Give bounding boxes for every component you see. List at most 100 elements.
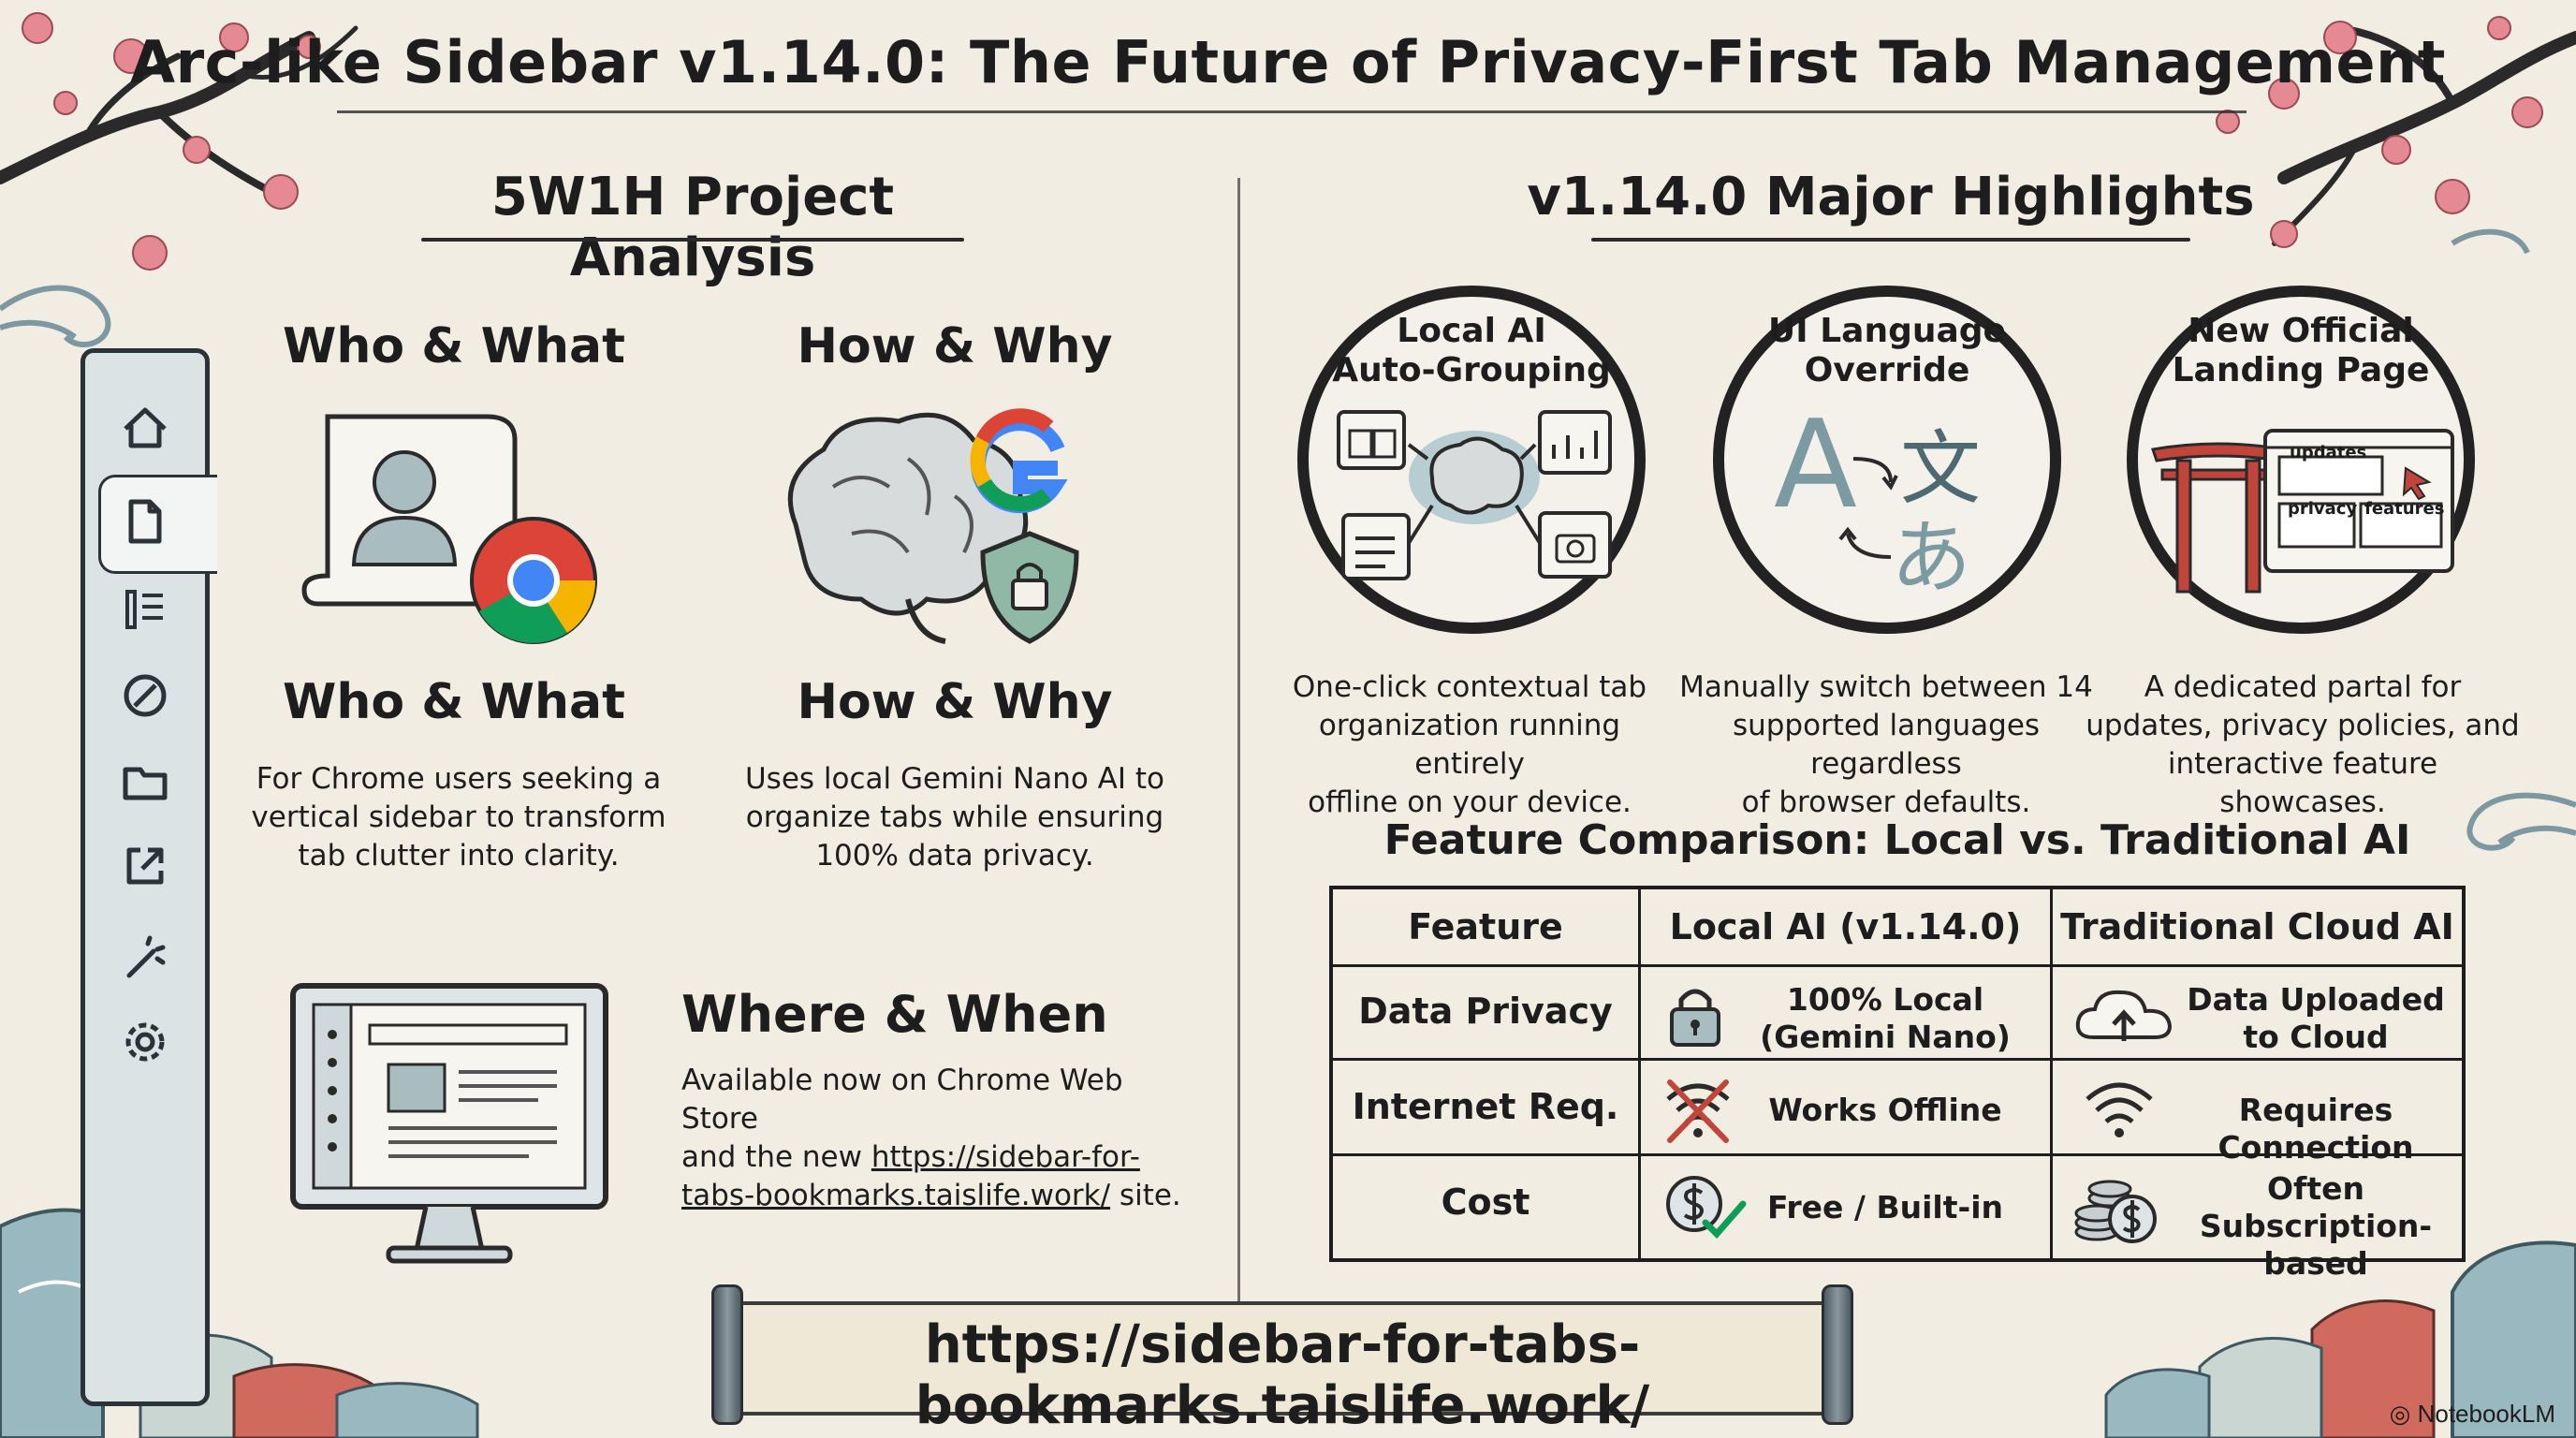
section-divider — [1237, 178, 1240, 1301]
highlight-2-desc-line-1: Manually switch between 14 — [1679, 670, 2093, 704]
table-rule — [1638, 889, 1641, 1258]
title-underline — [337, 110, 2247, 113]
table-row-data-privacy-feature: Data Privacy — [1358, 990, 1613, 1032]
wifi-off-icon — [1666, 1079, 1730, 1143]
coins-icon — [2074, 1180, 2157, 1243]
language-glyph-chinese: 文 — [1900, 422, 1981, 516]
compass-icon[interactable] — [111, 662, 179, 729]
list-icon[interactable] — [111, 576, 179, 643]
highlight-1-title: Local AI Auto-Grouping — [1297, 312, 1646, 390]
highlight-2-title: UI Language Override — [1713, 312, 2061, 390]
page-title: Arc-like Sidebar v1.14.0: The Future of … — [130, 28, 2446, 96]
table-rule — [1333, 1058, 2462, 1061]
how-why-label: How & Why — [797, 674, 1113, 730]
folder-icon[interactable] — [111, 748, 179, 815]
table-row-internet-local: Works Offline — [1768, 1092, 2002, 1128]
chrome-logo-icon — [470, 517, 597, 644]
torii-gate-icon — [2151, 442, 2286, 594]
where-when-label: Where & When — [681, 985, 1108, 1044]
who-what-label: Who & What — [283, 674, 625, 730]
highlight-2-description: Manually switch between 14 supported lan… — [1676, 668, 2097, 822]
who-what-top-label: Who & What — [283, 318, 625, 374]
comparison-table: Feature Local AI (v1.14.0) Traditional C… — [1329, 886, 2466, 1282]
gear-icon[interactable] — [111, 1008, 179, 1076]
table-header-local-ai: Local AI (v1.14.0) — [1669, 906, 2022, 947]
highlight-2-title-line-1: UI Language — [1768, 312, 2006, 350]
padlock-icon — [1670, 989, 1720, 1047]
data-privacy-local-line-1: 100% Local — [1786, 981, 1984, 1018]
auto-grouping-illustration — [1337, 410, 1612, 580]
chart-tab-icon — [1538, 410, 1612, 475]
cost-cloud-line-2: Subscription-based — [2199, 1208, 2433, 1282]
external-link-icon[interactable] — [111, 832, 179, 900]
comparison-heading: Feature Comparison: Local vs. Traditiona… — [1383, 816, 2411, 864]
where-when-line-3-suffix: site. — [1110, 1179, 1181, 1212]
highlight-1-desc-line-3: offline on your device. — [1308, 785, 1632, 819]
cloud-swirl-left — [0, 285, 111, 348]
highlight-1-title-line-2: Auto-Grouping — [1332, 351, 1611, 389]
analysis-heading: 5W1H Project Analysis — [490, 167, 895, 288]
table-row-internet-feature: Internet Req. — [1352, 1086, 1619, 1127]
brain-google-shield-illustration — [787, 408, 1079, 644]
how-why-line-1: Uses local Gemini Nano AI to — [744, 762, 1164, 796]
landing-page-link-part-2[interactable]: tabs-bookmarks.taislife.work/ — [681, 1179, 1111, 1212]
swap-arrows-icon — [1838, 457, 1898, 559]
table-row-data-privacy-local: 100% Local (Gemini Nano) — [1745, 981, 2026, 1056]
scroll-roll-right — [1822, 1284, 1853, 1425]
highlight-3-title-line-2: Landing Page — [2172, 351, 2430, 389]
how-why-line-3: 100% data privacy. — [815, 839, 1094, 873]
landing-page-link-part-1[interactable]: https://sidebar-for- — [871, 1140, 1140, 1174]
home-icon[interactable] — [111, 394, 179, 462]
user-chrome-illustration — [301, 414, 597, 644]
scroll-paper — [739, 1301, 1825, 1416]
scroll-roll-left — [711, 1284, 743, 1425]
highlight-3-title-line-1: New Official — [2188, 312, 2414, 350]
analysis-heading-rule — [421, 238, 964, 242]
table-row-data-privacy-cloud: Data Uploaded to Cloud — [2175, 981, 2456, 1056]
table-header-feature: Feature — [1408, 906, 1563, 947]
where-when-line-3: tabs-bookmarks.taislife.work/ site. — [681, 1177, 1206, 1215]
highlight-3-description: A dedicated partal for updates, privacy … — [2083, 668, 2523, 822]
brand-logo-icon: ◎ — [2389, 1400, 2411, 1428]
desktop-browser-illustration — [290, 983, 608, 1264]
highlight-2-desc-line-2: supported languages regardless — [1732, 709, 2041, 781]
landing-tab-features: features — [2364, 499, 2445, 519]
doc-tab-icon — [1341, 513, 1411, 580]
who-what-line-3: tab clutter into clarity. — [298, 839, 620, 873]
table-header-cloud-ai: Traditional Cloud AI — [2060, 906, 2454, 947]
blossoms-right — [2216, 16, 2543, 248]
where-when-description: Available now on Chrome Web Store and th… — [681, 1062, 1206, 1215]
banner-url-link[interactable]: https://sidebar-for-tabs-bookmarks.taisl… — [915, 1314, 1650, 1436]
table-row-cost-local: Free / Built-in — [1766, 1189, 2004, 1225]
language-glyph-latin: A — [1774, 393, 1857, 536]
wifi-icon — [2086, 1082, 2153, 1137]
table-rule — [1333, 1153, 2462, 1156]
google-logo-icon — [970, 408, 1068, 514]
highlight-2-title-line-2: Override — [1804, 351, 1970, 389]
highlight-1-desc-line-1: One-click contextual tab — [1292, 670, 1647, 704]
highlight-3-title: New Official Landing Page — [2127, 312, 2475, 390]
document-icon[interactable] — [111, 488, 179, 555]
data-privacy-cloud-line-1: Data Uploaded — [2187, 981, 2445, 1018]
highlight-1-description: One-click contextual tab organization ru… — [1273, 668, 1666, 822]
table-row-internet-cloud: Requires Connection — [2217, 1092, 2414, 1166]
landing-tab-updates: updates — [2290, 443, 2367, 462]
cherry-branch-left — [0, 25, 359, 200]
table-row-cost-cloud: Often Subscription-based — [2166, 1170, 2466, 1283]
how-why-top-label: How & Why — [797, 318, 1113, 374]
torii-landing-illustration — [2151, 429, 2454, 594]
cursor-icon — [2402, 466, 2432, 501]
data-privacy-cloud-line-2: to Cloud — [2243, 1019, 2389, 1055]
book-tab-icon — [1337, 410, 1406, 470]
data-privacy-local-line-2: (Gemini Nano) — [1760, 1019, 2011, 1055]
highlight-1-title-line-1: Local AI — [1397, 312, 1546, 350]
dollar-check-icon — [1666, 1176, 1747, 1240]
blossoms-left — [22, 12, 321, 271]
table-rule — [2050, 889, 2053, 1258]
highlight-3-desc-line-1: A dedicated partal for — [2144, 670, 2462, 704]
how-why-line-2: organize tabs while ensuring — [745, 800, 1164, 834]
highlight-3-desc-line-3: interactive feature showcases. — [2167, 747, 2438, 819]
camera-tab-icon — [1538, 511, 1612, 579]
magic-wand-icon[interactable] — [111, 926, 179, 993]
language-glyph-hiragana: あ — [1891, 511, 1971, 605]
